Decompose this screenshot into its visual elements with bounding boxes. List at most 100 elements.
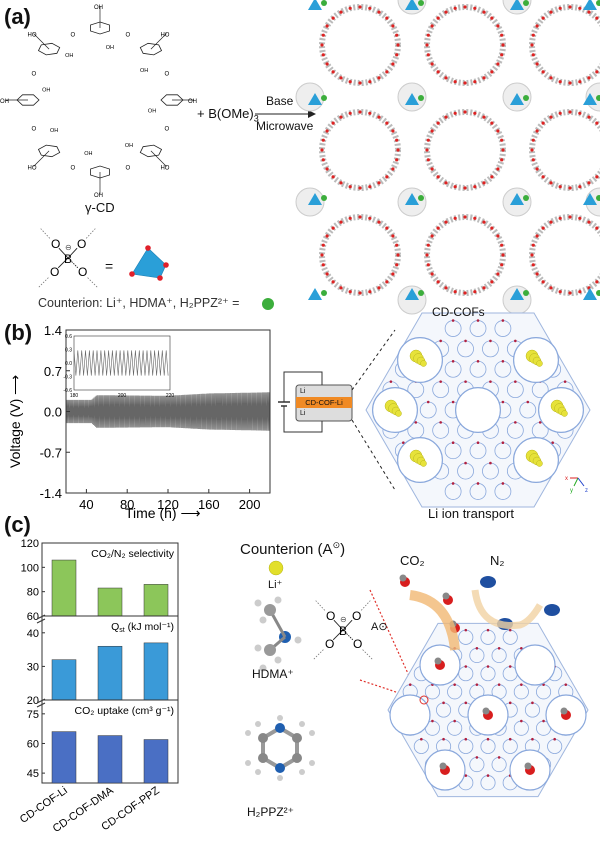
boron-node [439, 421, 442, 424]
axis-y-label: y [570, 488, 573, 494]
counterion-green-dot [262, 298, 274, 310]
glycosidic-oxygen: O [126, 32, 131, 38]
boron-atom: B [339, 624, 347, 638]
oxygen-atom [500, 263, 504, 267]
nitrogen-atom [275, 723, 285, 733]
highlight-circle [419, 695, 429, 705]
oxygen-atom [358, 110, 362, 114]
oxygen-atom [541, 121, 545, 125]
hydrogen-atom [254, 599, 262, 607]
oxygen-atom [339, 10, 343, 14]
oxygen-atom [358, 5, 362, 9]
oxygen-atom [453, 185, 457, 189]
oxygen-atom [490, 70, 494, 74]
zoom-line [351, 329, 396, 391]
hydrogen-atom [274, 656, 282, 664]
y-tick-label: 120 [21, 538, 39, 550]
bond [33, 150, 50, 167]
oxygen-atom [426, 138, 430, 142]
boron-node [531, 701, 534, 705]
y-tick-label: 20 [27, 695, 39, 707]
boron-node [526, 400, 530, 404]
oxygen-atom [391, 272, 395, 276]
co2-carbon [399, 574, 407, 582]
y-axis-label: Voltage (V) ⟶ [7, 375, 23, 468]
co2-label: CO₂ [400, 553, 425, 568]
oxygen-atom [325, 272, 329, 276]
oxygen-atom [391, 24, 395, 28]
co2-carbon [524, 762, 532, 770]
oxygen-atom [325, 234, 329, 238]
hydrogen-atom [245, 730, 251, 736]
n2-molecule [544, 604, 560, 616]
oxygen-atom [425, 43, 429, 47]
panel-b-label: (b) [4, 320, 33, 345]
counterion-note: Counterion: Li⁺, HDMA⁺, H₂PPZ²⁺ = [38, 296, 240, 310]
boron-node [439, 380, 442, 383]
arrow-bottom-label: Microwave [256, 119, 314, 133]
oxygen-atom [531, 158, 535, 162]
oxygen-atom [568, 81, 572, 85]
boron-node [426, 400, 430, 404]
bar-cd-cof-li [51, 659, 77, 701]
hydrogen-atom [259, 616, 267, 624]
oxygen-atom [368, 80, 372, 84]
inset-y-tick-label: -0.6 [63, 388, 72, 394]
hydroxyl-label: OH [42, 87, 50, 93]
oxygen-atom [541, 16, 545, 20]
y-tick-label: 80 [27, 587, 39, 599]
oxygen-atom [473, 290, 477, 294]
gamma-cd-label: γ-CD [85, 200, 115, 215]
node-cluster [295, 82, 325, 112]
boron-node [442, 737, 445, 741]
hydrogen-atom [259, 664, 267, 672]
oxygen-atom [500, 138, 504, 142]
hydroxyl-label: HO [28, 165, 37, 171]
arrow-head-icon [308, 110, 316, 118]
dashed-bond [38, 277, 49, 288]
oxygen-atom [558, 290, 562, 294]
counterion-sphere [596, 290, 600, 296]
boron-node [464, 339, 467, 343]
oxygen-atom [358, 186, 362, 190]
oxygen-atom [325, 24, 329, 28]
oxygen-atom [385, 70, 389, 74]
boron-node [563, 380, 567, 383]
borate-tetrahedron [405, 93, 419, 105]
boron-node [402, 441, 405, 445]
oxygen-vertex [157, 275, 163, 281]
oxygen-atom [331, 226, 335, 230]
oxygen-atom [549, 115, 553, 119]
oxygen-atom [496, 24, 500, 28]
oxygen-atom [395, 33, 399, 37]
borate-cation-label: A⊙ [371, 621, 388, 633]
inset-x-tick-label: 180 [70, 393, 79, 399]
oxygen-atom [578, 80, 582, 84]
li-ion-sphere [395, 410, 402, 417]
oxygen-atom [482, 10, 486, 14]
y-tick-label: 30 [27, 661, 39, 673]
hydrogen-atom [277, 715, 283, 721]
boron-node [501, 441, 505, 445]
oxygen-atom [426, 33, 430, 37]
boron-node [389, 380, 393, 383]
li-ion-sphere [420, 360, 427, 367]
panel-title: CO₂/N₂ selectivity [91, 548, 175, 560]
bar-cd-cof-ppz [143, 642, 169, 701]
oxygen-atom [331, 121, 335, 125]
oxygen-atom [377, 181, 381, 185]
boron-node [464, 737, 468, 741]
oxygen-atom [496, 272, 500, 276]
oxygen-atom [368, 111, 372, 115]
hydroxyl-label: OH [106, 45, 114, 51]
boron-node [508, 737, 512, 741]
oxygen-atom [358, 215, 362, 219]
panel-c-label: (c) [4, 512, 31, 537]
oxygen-atom [496, 129, 500, 133]
oxygen-atom [395, 263, 399, 267]
y-tick-label: 0.0 [44, 405, 62, 420]
li-ion-sphere [268, 560, 284, 576]
hydroxyl-label: HO [28, 33, 37, 39]
boron-node [514, 339, 517, 343]
n2-label: N₂ [490, 553, 505, 568]
